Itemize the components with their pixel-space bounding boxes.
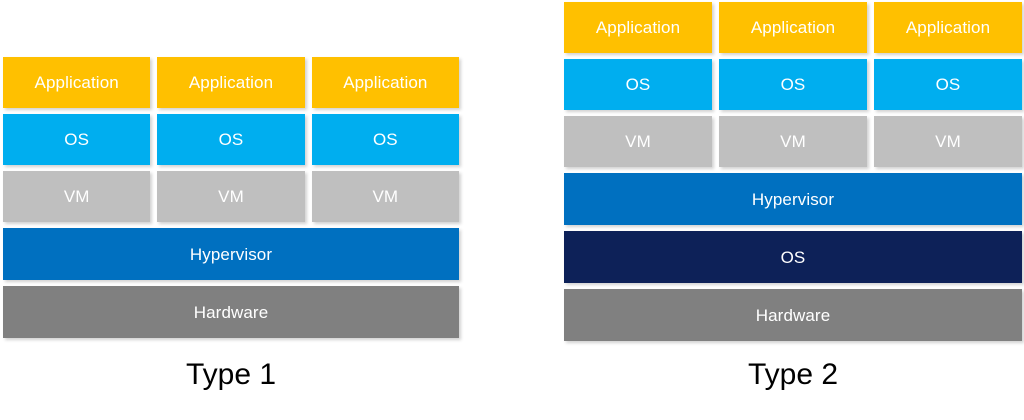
type2-host-os-box: OS bbox=[564, 231, 1022, 283]
type2-vm-box-2: VM bbox=[719, 116, 867, 167]
type1-application-box-1: Application bbox=[3, 57, 151, 108]
type1-hypervisor-row: Hypervisor bbox=[3, 228, 459, 280]
type2-caption: Type 2 bbox=[747, 358, 839, 391]
type1-vm-row: VM VM VM bbox=[3, 171, 459, 222]
type2-hypervisor-box: Hypervisor bbox=[564, 173, 1022, 225]
type1-application-row: Application Application Application bbox=[3, 57, 459, 108]
type2-os-box-2: OS bbox=[719, 59, 867, 110]
type2-hypervisor-row: Hypervisor bbox=[564, 173, 1022, 225]
type1-os-row: OS OS OS bbox=[3, 114, 459, 165]
type1-vm-box-1: VM bbox=[3, 171, 151, 222]
type2-application-row: Application Application Application bbox=[564, 2, 1022, 53]
type2-hardware-row: Hardware bbox=[564, 289, 1022, 341]
type2-stack: Application Application Application OS O… bbox=[564, 2, 1022, 341]
type1-caption: Type 1 bbox=[185, 358, 277, 391]
type1-vm-box-3: VM bbox=[311, 171, 459, 222]
type2-os-box-1: OS bbox=[564, 59, 712, 110]
type1-application-box-2: Application bbox=[157, 57, 305, 108]
type1-hardware-row: Hardware bbox=[3, 286, 459, 338]
type1-vm-box-2: VM bbox=[157, 171, 305, 222]
type2-hardware-box: Hardware bbox=[564, 289, 1022, 341]
type2-vm-row: VM VM VM bbox=[564, 116, 1022, 167]
type2-vm-box-3: VM bbox=[874, 116, 1022, 167]
type2-vm-box-1: VM bbox=[564, 116, 712, 167]
type2-os-row: OS OS OS bbox=[564, 59, 1022, 110]
type1-os-box-1: OS bbox=[3, 114, 151, 165]
type2-application-box-3: Application bbox=[874, 2, 1022, 53]
type1-application-box-3: Application bbox=[311, 57, 459, 108]
type2-application-box-1: Application bbox=[564, 2, 712, 53]
type1-hardware-box: Hardware bbox=[3, 286, 459, 338]
type1-os-box-2: OS bbox=[157, 114, 305, 165]
type2-application-box-2: Application bbox=[719, 2, 867, 53]
type1-stack: Application Application Application OS O… bbox=[3, 57, 459, 338]
type1-hypervisor-box: Hypervisor bbox=[3, 228, 459, 280]
type2-host-os-row: OS bbox=[564, 231, 1022, 283]
type2-os-box-3: OS bbox=[874, 59, 1022, 110]
type1-os-box-3: OS bbox=[311, 114, 459, 165]
